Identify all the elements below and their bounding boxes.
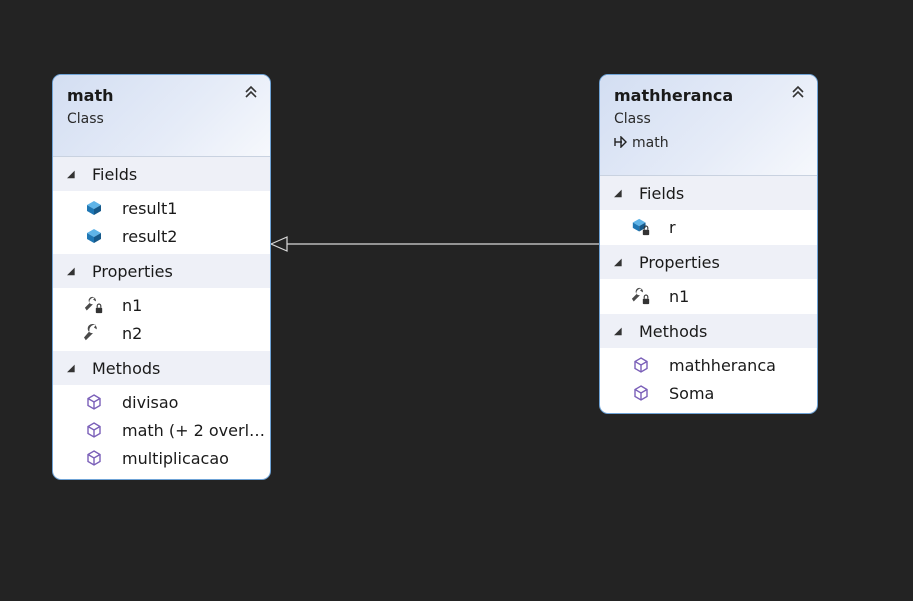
expand-triangle-icon: ◢ [67,168,75,180]
method-label: divisao [122,392,179,412]
method-list: mathheranca Soma [600,348,817,411]
method-cube-icon [84,448,104,468]
property-label: n1 [122,295,143,315]
field-list: result1 result2 [53,191,270,254]
property-item[interactable]: n1 [600,282,817,310]
section-label: Properties [639,252,720,272]
section-label: Fields [639,183,685,203]
inheritance-arrowhead [269,236,288,252]
method-list: divisao math (+ 2 overl… multiplicacao [53,385,270,476]
property-list: n1 [600,279,817,314]
section-label: Methods [639,321,708,341]
field-item[interactable]: r [600,213,817,241]
expand-triangle-icon: ◢ [67,362,75,374]
base-class: math [614,134,669,151]
property-list: n1 n2 [53,288,270,351]
section-label: Properties [92,261,173,281]
private-wrench-icon [84,295,104,315]
field-list: r [600,210,817,245]
class-kind: Class [67,111,104,127]
property-label: n1 [669,286,690,306]
method-cube-icon [84,420,104,440]
class-box-math[interactable]: math Class ◢ Fields result1 result2 [52,74,271,480]
field-label: r [669,217,676,237]
section-fields[interactable]: ◢ Fields [600,176,817,210]
method-item[interactable]: Soma [600,379,817,407]
field-label: result2 [122,226,178,246]
method-item[interactable]: mathheranca [600,351,817,379]
class-header-math[interactable]: math Class [53,75,270,157]
property-label: n2 [122,323,143,343]
field-icon [84,198,104,218]
section-properties[interactable]: ◢ Properties [53,254,270,288]
class-name: math [67,86,114,105]
method-item[interactable]: multiplicacao [53,444,270,472]
section-label: Fields [92,164,138,184]
collapse-chevron-icon[interactable] [789,84,807,102]
method-label: math (+ 2 overl… [122,420,266,440]
section-methods[interactable]: ◢ Methods [53,351,270,385]
method-item[interactable]: math (+ 2 overl… [53,416,270,444]
method-cube-icon [631,355,651,375]
property-item[interactable]: n1 [53,291,270,319]
field-item[interactable]: result2 [53,222,270,250]
method-item[interactable]: divisao [53,388,270,416]
class-header-mathheranca[interactable]: mathheranca Class math [600,75,817,176]
field-item[interactable]: result1 [53,194,270,222]
expand-triangle-icon: ◢ [614,187,622,199]
method-cube-icon [631,383,651,403]
collapse-chevron-icon[interactable] [242,84,260,102]
section-label: Methods [92,358,161,378]
private-wrench-icon [631,286,651,306]
field-label: result1 [122,198,178,218]
wrench-icon [84,323,104,343]
method-cube-icon [84,392,104,412]
expand-triangle-icon: ◢ [614,325,622,337]
section-fields[interactable]: ◢ Fields [53,157,270,191]
method-label: multiplicacao [122,448,229,468]
class-kind: Class [614,111,651,127]
expand-triangle-icon: ◢ [614,256,622,268]
field-icon [84,226,104,246]
section-methods[interactable]: ◢ Methods [600,314,817,348]
inheritance-arrow-icon [614,134,628,151]
property-item[interactable]: n2 [53,319,270,347]
method-label: Soma [669,383,715,403]
class-name: mathheranca [614,86,734,105]
section-properties[interactable]: ◢ Properties [600,245,817,279]
expand-triangle-icon: ◢ [67,265,75,277]
private-field-icon [631,217,651,237]
method-label: mathheranca [669,355,776,375]
class-box-mathheranca[interactable]: mathheranca Class math ◢ Fields r [599,74,818,414]
base-class-label: math [632,135,669,151]
